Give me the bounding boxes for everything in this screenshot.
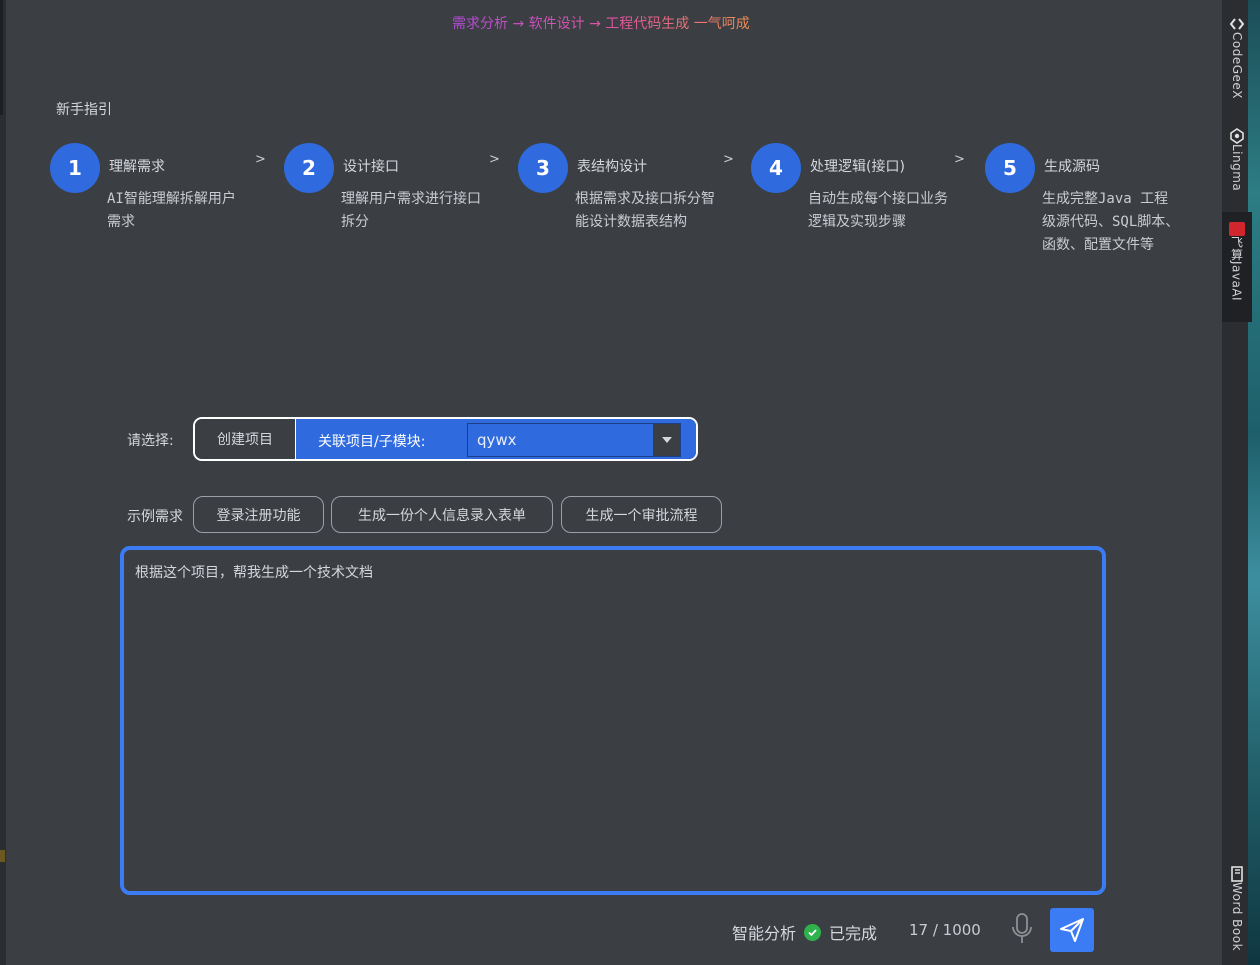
step-arrow: >	[954, 152, 965, 167]
analysis-status: 智能分析 已完成	[732, 920, 877, 944]
right-tool-sidebar: CodeGeeX Lingma 飞算JavaAI Word Book	[1222, 0, 1260, 965]
step-number: 1	[50, 143, 100, 193]
send-button[interactable]	[1050, 908, 1094, 952]
step-arrow: >	[255, 152, 266, 167]
lingma-icon	[1230, 128, 1244, 144]
sidebar-item-wordbook[interactable]: Word Book	[1225, 866, 1249, 951]
project-mode-segmented: 创建项目 关联项目/子模块: qywx	[193, 417, 698, 461]
sidebar-item-codegeex[interactable]: CodeGeeX	[1225, 16, 1249, 99]
guide-title: 新手指引	[56, 102, 112, 118]
check-circle-icon	[804, 923, 822, 941]
codegeex-icon	[1229, 18, 1245, 30]
example-chip-form[interactable]: 生成一份个人信息录入表单	[331, 496, 553, 533]
requirement-input[interactable]	[120, 546, 1106, 895]
step-title: 表结构设计	[577, 159, 647, 175]
step-title: 理解需求	[109, 159, 165, 175]
tagline-text: 需求分析 → 软件设计 → 工程代码生成 一气呵成	[452, 13, 782, 33]
feisuan-icon	[1229, 222, 1245, 236]
step-desc: 生成完整Java 工程级源代码、SQL脚本、函数、配置文件等	[1042, 191, 1180, 253]
main-panel: 需求分析 → 软件设计 → 工程代码生成 一气呵成 新手指引 1 理解需求 AI…	[6, 0, 1222, 965]
book-icon	[1231, 866, 1243, 882]
sidebar-item-label: Word Book	[1230, 882, 1244, 952]
sidebar-item-feisuan[interactable]: 飞算JavaAI	[1222, 212, 1252, 322]
step-desc: 理解用户需求进行接口拆分	[341, 191, 481, 230]
status-text: 已完成	[829, 924, 878, 943]
wallpaper-strip	[1248, 0, 1260, 965]
tagline: 需求分析 → 软件设计 → 工程代码生成 一气呵成	[452, 13, 782, 33]
sidebar-item-lingma[interactable]: Lingma	[1225, 128, 1249, 191]
module-select-value: qywx	[477, 431, 517, 449]
char-count: 17 / 1000	[909, 921, 981, 939]
sidebar-item-label: 飞算JavaAI	[1229, 236, 1244, 302]
step-title: 处理逻辑(接口)	[810, 159, 905, 175]
step-arrow: >	[489, 152, 500, 167]
step-number: 3	[518, 143, 568, 193]
step-desc: 自动生成每个接口业务逻辑及实现步骤	[808, 191, 948, 230]
chevron-down-icon[interactable]	[653, 424, 680, 456]
examples-label: 示例需求	[127, 509, 183, 525]
link-project-option[interactable]: 关联项目/子模块: qywx	[296, 419, 696, 459]
link-project-label: 关联项目/子模块:	[318, 434, 426, 450]
left-edge	[0, 0, 6, 965]
step-arrow: >	[723, 152, 734, 167]
create-project-button[interactable]: 创建项目	[195, 419, 296, 459]
step-number: 5	[985, 143, 1035, 193]
sidebar-item-label: Lingma	[1230, 144, 1244, 192]
module-select[interactable]: qywx	[467, 423, 681, 457]
select-label: 请选择:	[127, 433, 174, 449]
step-title: 设计接口	[343, 159, 399, 175]
send-icon	[1060, 918, 1084, 942]
microphone-icon[interactable]	[1009, 912, 1035, 946]
example-chip-approval[interactable]: 生成一个审批流程	[561, 496, 722, 533]
step-desc: 根据需求及接口拆分智能设计数据表结构	[575, 191, 715, 230]
example-chip-login[interactable]: 登录注册功能	[193, 496, 324, 533]
analysis-label: 智能分析	[732, 924, 797, 943]
step-number: 4	[751, 143, 801, 193]
step-number: 2	[284, 143, 334, 193]
step-title: 生成源码	[1044, 159, 1100, 175]
step-desc: AI智能理解拆解用户需求	[107, 191, 236, 230]
sidebar-item-label: CodeGeeX	[1230, 32, 1244, 100]
